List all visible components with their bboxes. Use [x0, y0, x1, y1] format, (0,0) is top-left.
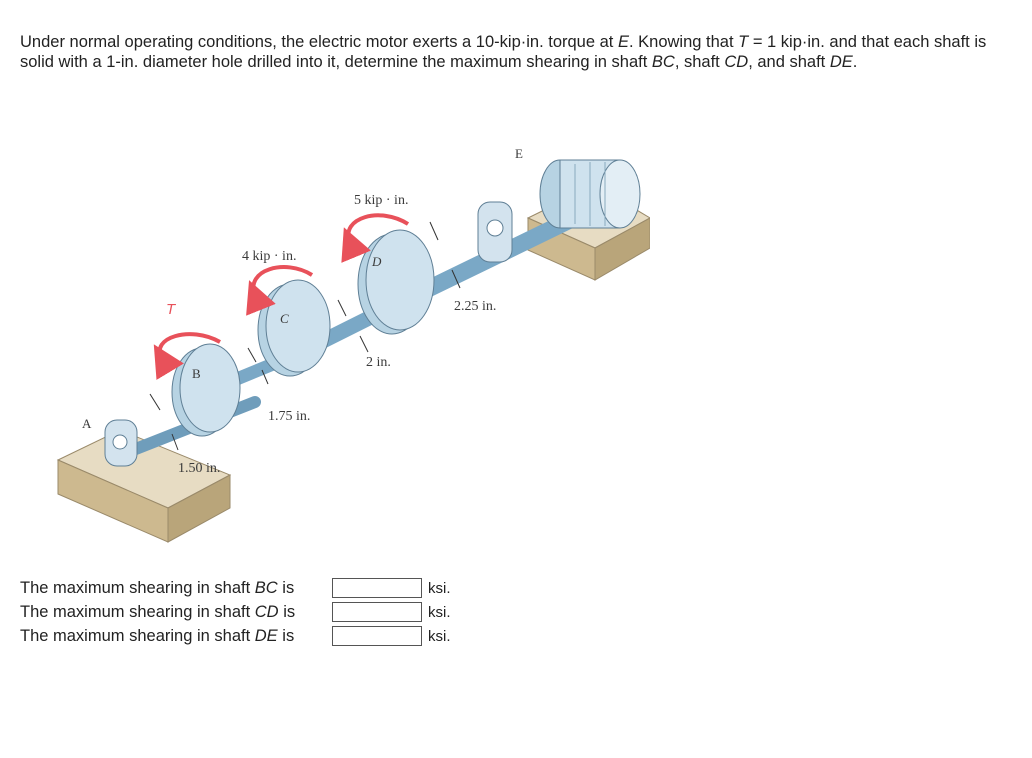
bearing-e — [477, 201, 513, 263]
torque-arrow-c — [246, 265, 314, 316]
question-de: The maximum shearing in shaft DE is — [20, 626, 295, 645]
dim-de: 2.25 in. — [454, 299, 496, 314]
answer-row-de: The maximum shearing in shaft DE is ksi. — [20, 624, 451, 648]
label-t: T — [166, 301, 177, 318]
torque-t-ref: T — [738, 33, 749, 51]
answer-row-bc: The maximum shearing in shaft BC is ksi. — [20, 576, 451, 600]
problem-text: . — [852, 53, 858, 71]
problem-statement: Under normal operating conditions, the e… — [20, 32, 1010, 72]
electric-motor — [539, 159, 641, 229]
left-support-base — [56, 429, 232, 543]
shaft-assembly-figure: A B C D E T 4 kip · in. 5 kip · in. 1.50… — [50, 130, 650, 550]
gear-b — [171, 343, 241, 437]
dim-ab: 1.50 in. — [178, 461, 220, 476]
label-a: A — [82, 416, 92, 431]
dim-cd: 2 in. — [366, 355, 391, 370]
shaft-cd-ref: CD — [724, 53, 749, 71]
dimension-pointers — [149, 221, 461, 451]
answer-input-bc[interactable] — [332, 578, 422, 598]
label-c: C — [280, 311, 289, 326]
gear-d — [357, 229, 435, 335]
unit-cd: ksi. — [428, 603, 451, 621]
bearing-a — [104, 419, 138, 467]
answer-input-cd[interactable] — [332, 602, 422, 622]
label-torque-d: 5 kip · in. — [354, 193, 408, 208]
dim-bc: 1.75 in. — [268, 409, 310, 424]
unit-bc: ksi. — [428, 579, 451, 597]
problem-text: . Knowing that — [628, 33, 739, 51]
torque-arrow-t — [153, 332, 221, 380]
problem-text: = 1 kip·in. and that each shaft is solid… — [20, 33, 987, 71]
question-cd: The maximum shearing in shaft CD is — [20, 602, 296, 621]
label-e: E — [515, 146, 523, 161]
shaft-diagram: A B C D E T 4 kip · in. 5 kip · in. 1.50… — [56, 146, 650, 543]
torque-arrow-d — [341, 213, 410, 263]
shaft-de-ref: DE — [829, 53, 853, 71]
answer-row-cd: The maximum shearing in shaft CD is ksi. — [20, 600, 451, 624]
question-bc: The maximum shearing in shaft BC is — [20, 578, 295, 597]
problem-text: Under normal operating conditions, the e… — [20, 33, 618, 51]
answer-input-de[interactable] — [332, 626, 422, 646]
point-e-ref: E — [617, 33, 629, 51]
problem-text: , and shaft — [748, 53, 830, 71]
label-d: D — [371, 254, 382, 269]
answer-block: The maximum shearing in shaft BC is ksi.… — [20, 576, 451, 648]
gear-c — [257, 279, 331, 377]
unit-de: ksi. — [428, 627, 451, 645]
label-b: B — [192, 366, 201, 381]
problem-text: , shaft — [674, 53, 725, 71]
shaft-bc-ref: BC — [651, 53, 675, 71]
label-torque-c: 4 kip · in. — [242, 249, 296, 264]
